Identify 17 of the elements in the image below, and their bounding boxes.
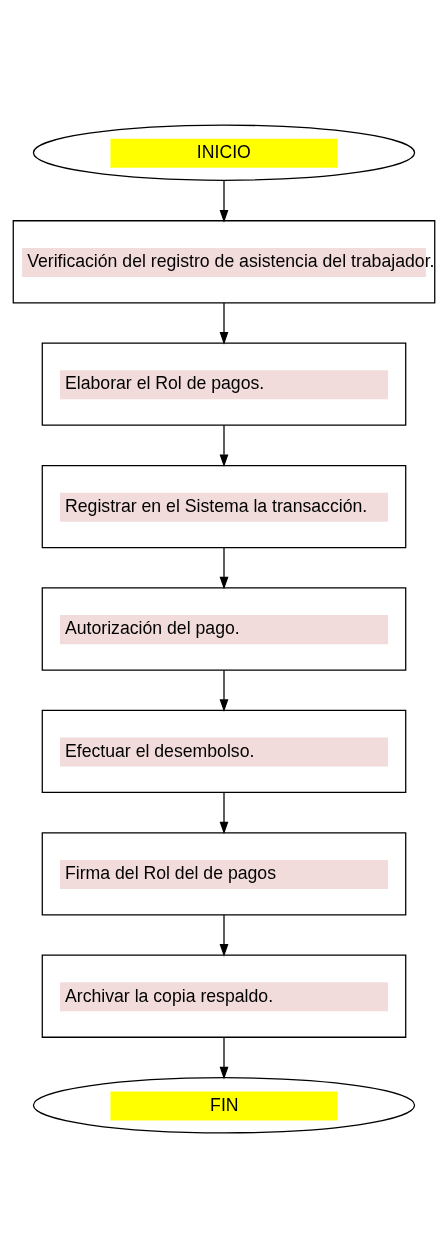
- node-box: Elaborar el Rol de pagos.: [41, 342, 407, 426]
- arrow: [219, 424, 229, 467]
- node-box: Archivar la copia respaldo.: [41, 954, 407, 1038]
- arrow: [219, 546, 229, 589]
- node-ellipse: FIN: [32, 1076, 416, 1133]
- node-ellipse: INICIO: [32, 124, 416, 181]
- arrow: [219, 179, 229, 223]
- arrow: [219, 669, 229, 712]
- node-box: Firma del Rol del de pagos: [41, 831, 407, 915]
- arrow: [219, 791, 229, 834]
- node-box: Autorización del pago.: [41, 586, 407, 671]
- node-box: Registrar en el Sistema la transacción.: [41, 464, 407, 548]
- arrow: [219, 913, 229, 957]
- arrow: [219, 1036, 229, 1079]
- node-box: Efectuar el desembolso.: [41, 709, 407, 793]
- node-box: Verificación del registro de asistencia del trabajador.: [12, 219, 436, 303]
- arrow: [219, 301, 229, 345]
